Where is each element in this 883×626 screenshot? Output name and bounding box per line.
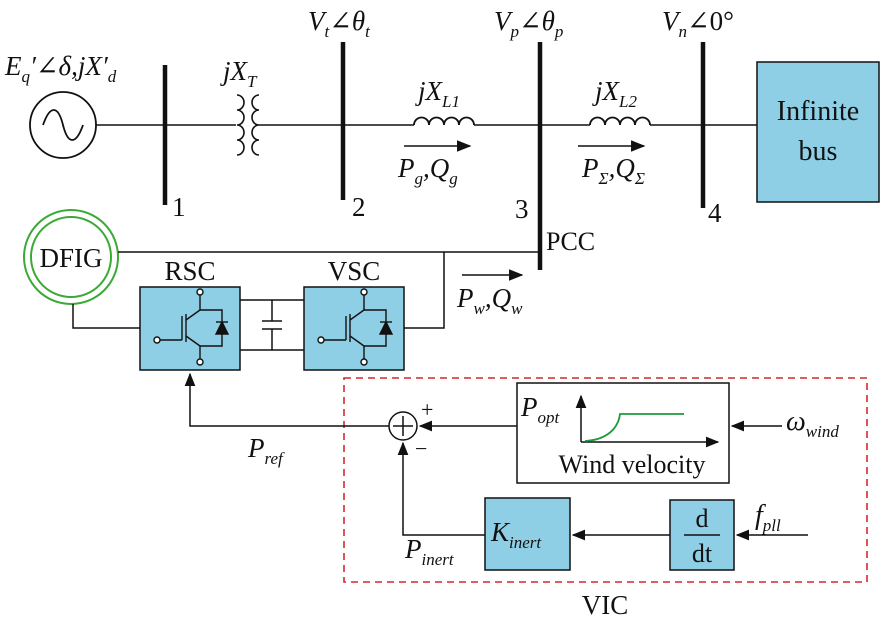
kinert-label: Kinert — [490, 517, 542, 552]
fpll-label: fpll — [755, 500, 781, 535]
dfig — [23, 209, 119, 305]
sum-minus-sign: − — [415, 436, 427, 461]
transformer-icon — [236, 94, 260, 156]
derivative-numerator: d — [696, 504, 709, 533]
sum-plus-sign: + — [421, 397, 433, 422]
popt-block — [516, 382, 730, 484]
dc-link-capacitor-icon — [240, 299, 304, 351]
popt-label: Popt — [520, 392, 561, 427]
vsc-label: VSC — [328, 256, 381, 286]
bus-3-number: 3 — [515, 194, 529, 224]
kinert-block — [484, 497, 571, 571]
generator-emf-label: Eq′∠δ,jX′d — [4, 51, 117, 86]
infinite-bus-line1: Infinite — [777, 96, 859, 127]
infinite-bus-line2: bus — [799, 136, 838, 167]
rsc-label: RSC — [164, 256, 215, 286]
bus-4-number: 4 — [708, 198, 722, 228]
pref-signal — [184, 372, 389, 427]
line-2-inductor-icon — [589, 116, 651, 126]
bus-3-voltage: Vp∠θp — [494, 6, 563, 41]
generator — [29, 91, 97, 159]
wind-velocity-label: Wind velocity — [559, 450, 706, 479]
dfig-label: DFIG — [39, 243, 102, 273]
omega-wind-label: ωwind — [786, 406, 839, 441]
pcc-label: PCC — [546, 227, 595, 256]
vic-label: VIC — [582, 590, 629, 620]
bus-2-voltage: Vt∠θt — [308, 6, 371, 41]
pg-qg-label: Pg,Qg — [397, 153, 458, 188]
derivative-denominator: dt — [692, 539, 713, 568]
psigma-qsigma-label: PΣ,QΣ — [581, 153, 645, 188]
line-1-label: jXL1 — [415, 76, 460, 111]
line-1-inductor-icon — [413, 116, 475, 126]
pinert-label: Pinert — [404, 534, 455, 569]
vic-boundary — [343, 377, 868, 583]
bus-1-number: 1 — [172, 192, 186, 222]
rsc-igbt-icon — [153, 288, 230, 366]
transformer-label: jXT — [220, 56, 258, 91]
pinert-signal — [397, 441, 485, 536]
pref-label: Pref — [247, 433, 285, 468]
vsc-igbt-icon — [317, 288, 394, 366]
pw-qw-label: Pw,Qw — [456, 283, 523, 318]
bus-4-voltage: Vn∠0° — [662, 6, 734, 41]
power-curve — [584, 413, 684, 442]
bus-2-number: 2 — [352, 192, 366, 222]
infinite-bus-block — [756, 61, 880, 203]
line-2-label: jXL2 — [592, 76, 637, 111]
